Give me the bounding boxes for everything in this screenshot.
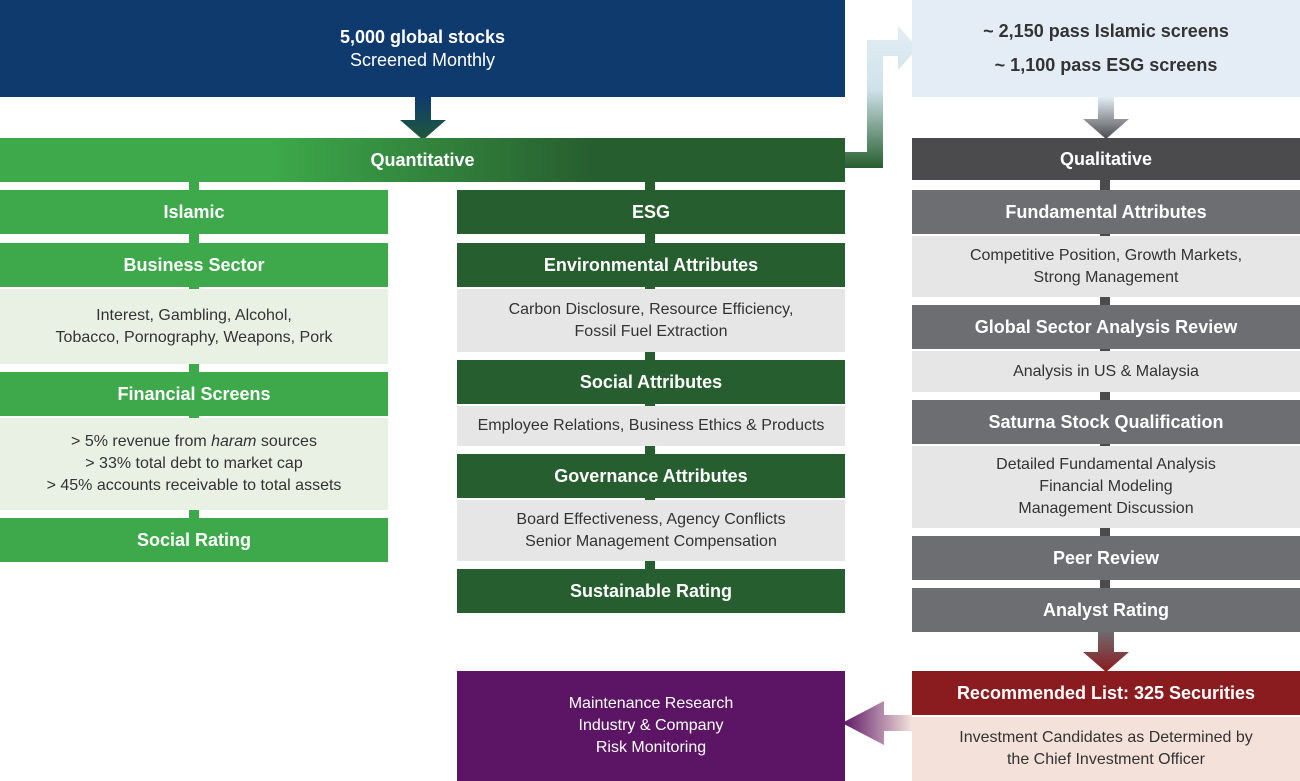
peer-review-label: Peer Review [1052,547,1160,568]
pass-screens-box: ~ 2,150 pass Islamic screens ~ 1,100 pas… [912,0,1300,97]
desc-line: Carbon Disclosure, Resource Efficiency, [508,300,794,318]
desc-line: Fossil Fuel Extraction [574,322,728,340]
desc-text: sources [256,433,317,450]
global-sector-desc: Analysis in US & Malaysia [912,351,1300,392]
fundamental-desc: Competitive Position, Growth Markets, St… [912,236,1300,297]
desc-line: > 5% revenue from haram sources [71,431,317,453]
left-arrow-icon [842,701,912,745]
desc-line: Detailed Fundamental Analysis [996,456,1216,473]
qualitative-label: Qualitative [1059,148,1153,169]
down-arrow-icon [1083,630,1129,672]
social-rating-box: Social Rating [0,518,388,562]
universe-title: 5,000 global stocks [339,26,506,47]
social-attributes-label: Social Attributes [579,371,723,392]
desc-line: the Chief Investment Officer [1006,751,1205,768]
qualitative-header: Qualitative [912,138,1300,180]
connector [189,180,199,560]
saturna-desc: Detailed Fundamental Analysis Financial … [912,446,1300,528]
sustainable-rating-label: Sustainable Rating [569,580,733,601]
desc-text: > 5% revenue from [71,433,212,450]
business-sector-desc: Interest, Gambling, Alcohol, Tobacco, Po… [0,289,388,364]
esg-label: ESG [631,201,670,222]
sustainable-rating-box: Sustainable Rating [457,569,845,613]
governance-header: Governance Attributes [457,454,845,498]
desc-line: > 33% total debt to market cap [85,455,303,472]
desc-line: Interest, Gambling, Alcohol, [96,306,292,324]
peer-review-box: Peer Review [912,536,1300,580]
financial-screens-label: Financial Screens [117,383,271,404]
environmental-header: Environmental Attributes [457,243,845,287]
pass-esg-text: ~ 1,100 pass ESG screens [994,55,1218,75]
universe-box: 5,000 global stocks Screened Monthly [0,0,845,97]
financial-screens-desc: > 5% revenue from haram sources > 33% to… [0,418,388,510]
saturna-header: Saturna Stock Qualification [912,400,1300,444]
down-arrow-icon [1083,97,1129,139]
desc-line: Analysis in US & Malaysia [1013,362,1199,380]
desc-emphasis: haram [211,433,257,450]
recommended-desc: Investment Candidates as Determined by t… [912,717,1300,781]
quantitative-bar: Quantitative [0,138,845,182]
governance-label: Governance Attributes [554,465,748,486]
fundamental-header: Fundamental Attributes [912,190,1300,234]
global-sector-header: Global Sector Analysis Review [912,305,1300,349]
desc-line: Senior Management Compensation [525,532,777,550]
global-sector-label: Global Sector Analysis Review [974,316,1238,337]
maintenance-line: Maintenance Research [568,695,734,712]
analyst-rating-box: Analyst Rating [912,588,1300,632]
environmental-desc: Carbon Disclosure, Resource Efficiency, … [457,289,845,352]
social-rating-label: Social Rating [136,529,252,550]
maintenance-box: Maintenance Research Industry & Company … [457,671,845,781]
recommended-label: Recommended List: 325 Securities [956,682,1256,703]
desc-line: Management Discussion [1018,500,1194,517]
maintenance-line: Industry & Company [578,717,724,734]
social-attributes-header: Social Attributes [457,360,845,404]
financial-screens-header: Financial Screens [0,372,388,416]
maintenance-line: Risk Monitoring [595,739,707,756]
esg-header: ESG [457,190,845,234]
down-arrow-icon [400,96,446,140]
desc-line: Employee Relations, Business Ethics & Pr… [477,417,825,434]
fundamental-label: Fundamental Attributes [1005,201,1207,222]
saturna-label: Saturna Stock Qualification [988,411,1224,432]
quantitative-label: Quantitative [370,149,475,170]
bend-arrow-icon [840,26,918,168]
social-attributes-desc: Employee Relations, Business Ethics & Pr… [457,406,845,446]
universe-subtitle: Screened Monthly [349,49,496,70]
desc-line: Financial Modeling [1039,478,1173,495]
islamic-header: Islamic [0,190,388,234]
desc-line: Strong Management [1033,268,1179,286]
governance-desc: Board Effectiveness, Agency Conflicts Se… [457,500,845,561]
desc-line: Board Effectiveness, Agency Conflicts [516,510,786,528]
business-sector-label: Business Sector [123,254,265,275]
islamic-label: Islamic [163,201,225,222]
environmental-label: Environmental Attributes [543,254,759,275]
recommended-header: Recommended List: 325 Securities [912,671,1300,715]
desc-line: > 45% accounts receivable to total asset… [46,477,342,494]
analyst-rating-label: Analyst Rating [1042,599,1170,620]
desc-line: Competitive Position, Growth Markets, [969,246,1243,264]
pass-islamic-text: ~ 2,150 pass Islamic screens [983,21,1229,41]
desc-line: Investment Candidates as Determined by [959,729,1253,746]
desc-line: Tobacco, Pornography, Weapons, Pork [55,328,333,346]
business-sector-header: Business Sector [0,243,388,287]
